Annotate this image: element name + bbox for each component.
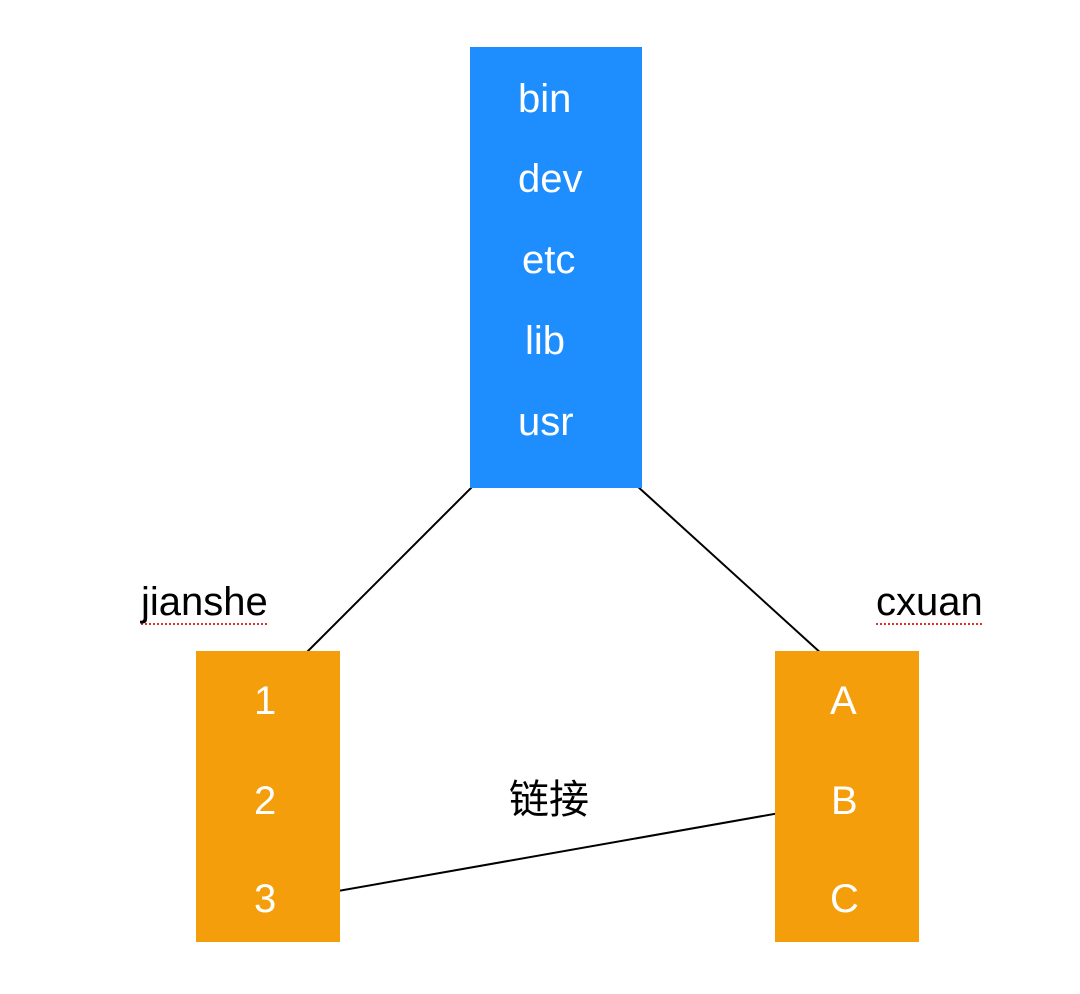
link-label: 链接	[509, 778, 589, 822]
cxuan-item-a: A	[830, 679, 857, 723]
cxuan-directory-box: A B C	[775, 651, 919, 942]
jianshe-item-2: 2	[254, 779, 277, 823]
jianshe-item-3: 3	[254, 877, 277, 921]
jianshe-directory-label: jianshe	[141, 580, 268, 624]
root-item-lib: lib	[525, 319, 566, 363]
jianshe-directory-box: 1 2 3	[196, 651, 340, 942]
cxuan-item-c: C	[830, 877, 859, 921]
cxuan-directory-label: cxuan	[876, 580, 983, 624]
root-item-usr: usr	[518, 400, 574, 444]
root-item-bin: bin	[518, 77, 572, 121]
jianshe-item-1: 1	[254, 679, 277, 723]
root-directory-box: bin dev etc lib usr	[470, 47, 642, 488]
cxuan-item-b: B	[831, 779, 858, 823]
link-arrow	[286, 804, 809, 901]
root-item-etc: etc	[522, 238, 576, 282]
root-item-dev: dev	[518, 157, 583, 201]
